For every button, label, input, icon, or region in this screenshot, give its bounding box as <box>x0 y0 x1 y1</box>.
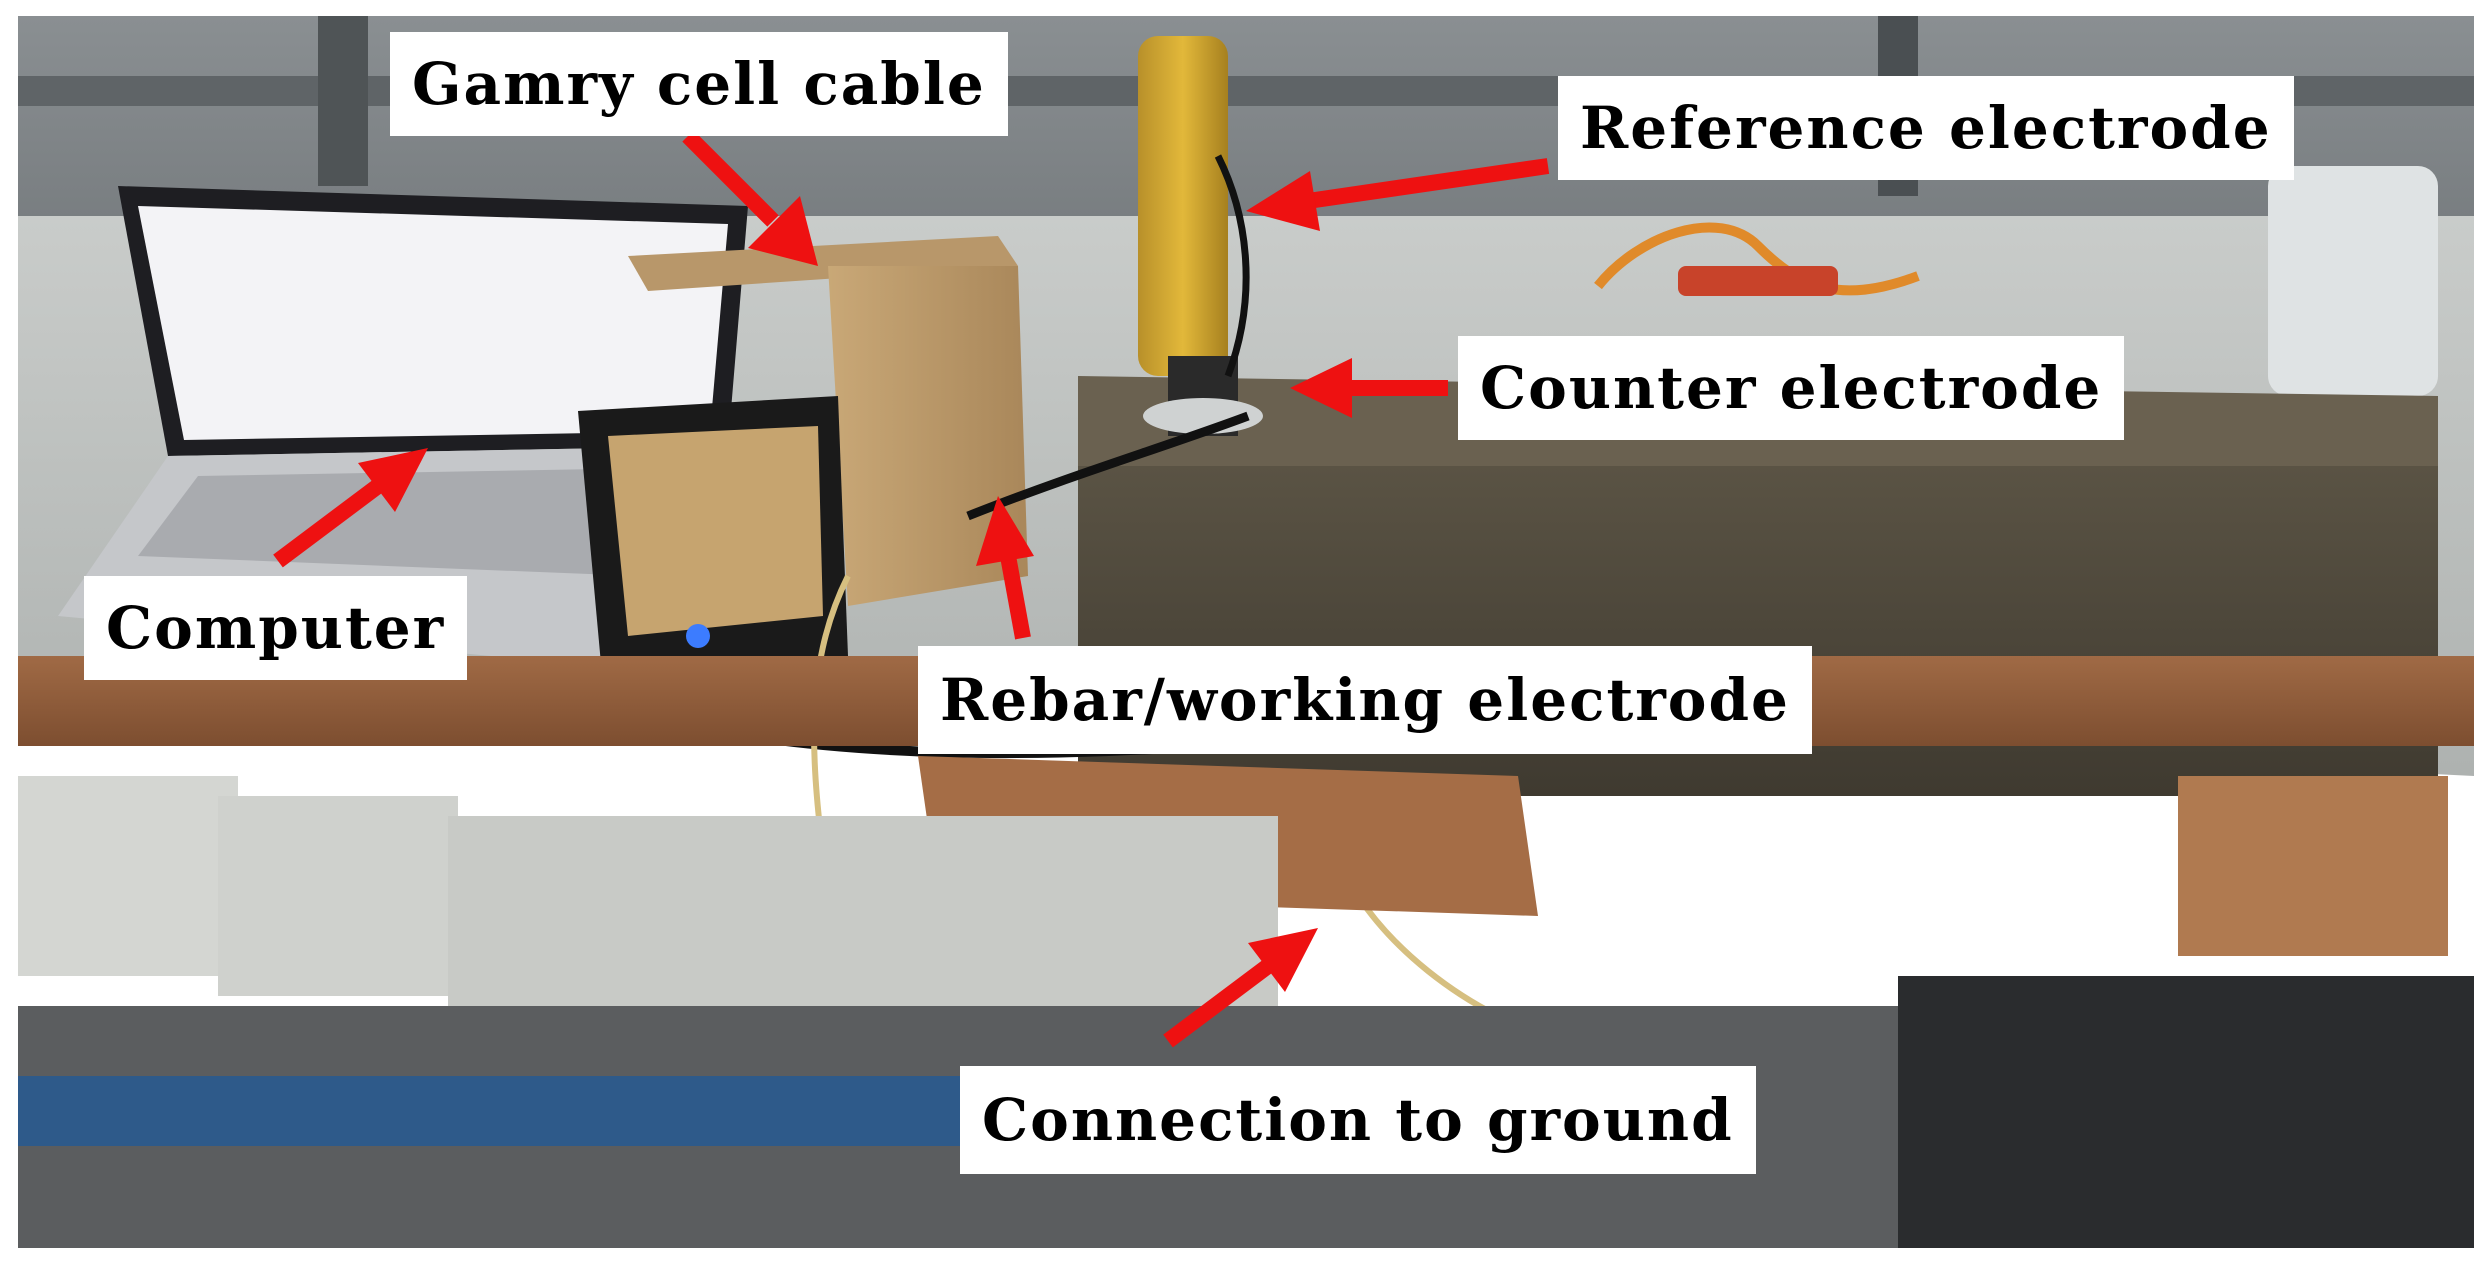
black-cable-3 <box>1214 154 1250 378</box>
ground-cable-2 <box>1355 894 1500 1019</box>
lower-block-3 <box>448 816 1278 1016</box>
label-gamry-cell-cable: Gamry cell cable <box>390 32 1008 136</box>
lower-block-2 <box>218 796 458 996</box>
reference-electrode-tube <box>1138 36 1228 376</box>
lower-block-1 <box>18 776 238 976</box>
laptop-keyboard <box>138 468 658 576</box>
arrow-gamry-cell-cable <box>682 130 818 266</box>
red-connector <box>1678 266 1838 296</box>
wooden-post-right <box>2178 776 2448 956</box>
label-reference-electrode: Reference electrode <box>1558 76 2294 180</box>
orange-cable <box>1594 222 1920 296</box>
label-counter-electrode: Counter electrode <box>1458 336 2125 440</box>
label-connection-to-ground: Connection to ground <box>960 1066 1756 1174</box>
arrow-counter-electrode <box>1290 358 1448 418</box>
dark-bin <box>1898 976 2474 1248</box>
aea-bottle <box>2268 166 2438 396</box>
label-rebar-working-electrode: Rebar/working electrode <box>918 646 1812 754</box>
gamry-power-led <box>686 624 710 648</box>
gamry-box-side <box>828 266 1028 606</box>
arrow-rebar-working-electrode <box>976 496 1034 640</box>
arrow-reference-electrode <box>1246 158 1550 231</box>
gamry-box-top <box>628 236 1018 291</box>
black-cable-1 <box>966 411 1250 521</box>
laptop-screen <box>138 206 728 440</box>
gamry-front-panel <box>608 426 823 636</box>
arrow-computer <box>273 448 428 568</box>
arrow-connection-to-ground <box>1163 928 1318 1048</box>
background-post <box>318 16 368 186</box>
photo-frame: Gamry cell cable Reference electrode Cou… <box>18 16 2474 1248</box>
label-computer: Computer <box>84 576 468 680</box>
